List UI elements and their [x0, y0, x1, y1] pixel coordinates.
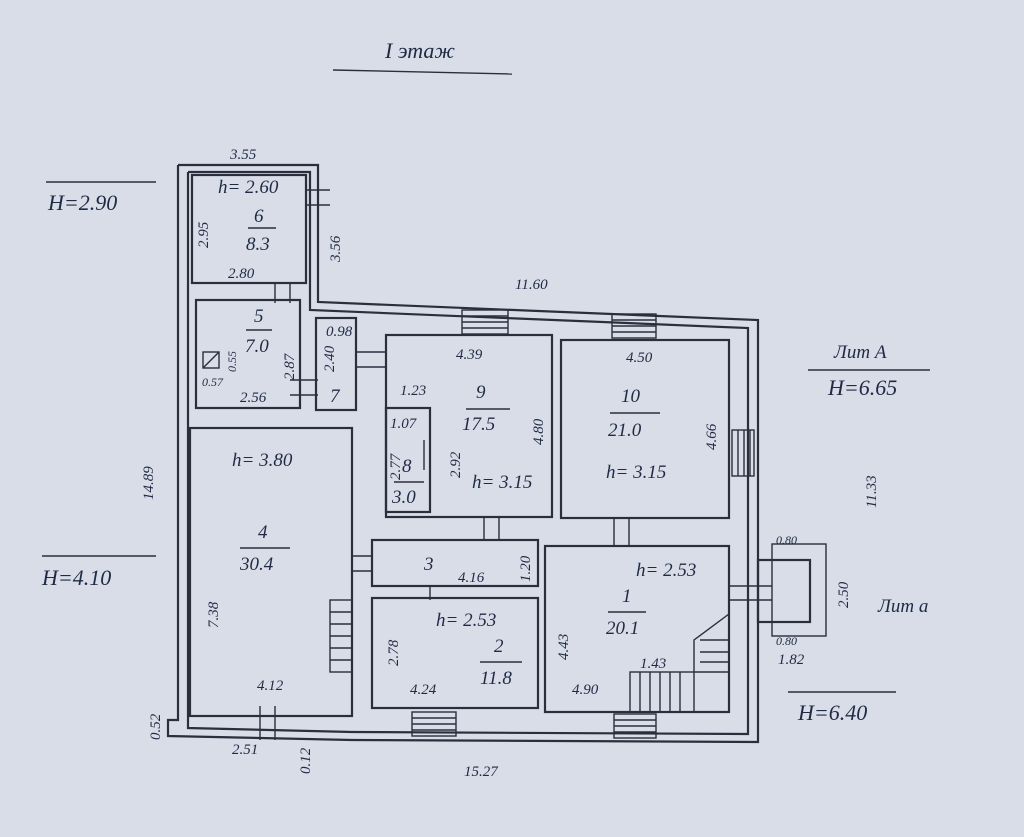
room-5-s2: 0.55: [225, 351, 239, 372]
window-top-9: [461, 309, 509, 335]
room-9-height: h= 3.15: [472, 472, 532, 493]
room-8-width: 1.07: [390, 416, 418, 432]
porch-dim-080-top: 0.80: [776, 533, 797, 547]
room-8-length: 2.77: [388, 452, 404, 480]
dim-1133: 11.33: [864, 475, 880, 508]
height-left-mid: H=4.10: [41, 565, 111, 590]
stairs-4: [329, 599, 353, 673]
room-6-number: 6: [254, 206, 264, 227]
window-right-10: [731, 429, 755, 477]
room-4-width: 4.12: [257, 678, 284, 694]
room-2-width: 4.24: [410, 682, 437, 698]
room-9-length: 4.80: [531, 418, 547, 445]
room-1-length: 4.43: [556, 634, 572, 660]
room-3-number: 3: [423, 554, 434, 575]
room-1-number: 1: [622, 586, 632, 607]
dim-1160: 11.60: [515, 277, 548, 293]
room-2-height: h= 2.53: [436, 610, 496, 631]
room-6-width: 2.80: [228, 266, 255, 282]
dim-012: 0.12: [298, 747, 314, 774]
room-4-area: 30.4: [239, 554, 274, 575]
room-1: h= 2.53 1 20.1 4.43 1.43 4.90: [543, 518, 731, 739]
porch-dim-250: 2.50: [836, 581, 852, 608]
porch-dim-182: 1.82: [778, 652, 805, 668]
dim-356: 3.56: [328, 235, 344, 263]
room-10-number: 10: [621, 386, 641, 407]
room-9-area: 17.5: [462, 414, 495, 435]
room-9-d2: 2.92: [448, 451, 464, 478]
porch-lit-a: 0.80 0.80 2.50 1.82: [730, 533, 852, 668]
height-lit-a-upper: H=6.65: [827, 375, 897, 400]
room-1-area: 20.1: [606, 618, 639, 639]
window-bottom-1: [613, 713, 657, 739]
lit-a-lower-label: Лит а: [877, 596, 928, 617]
room-2: h= 2.53 2.78 2 11.8 4.24: [370, 596, 540, 737]
floor-title: I этаж: [384, 38, 455, 63]
room-5: 5 7.0 2.56 2.87 0.57 0.55: [194, 298, 318, 410]
room-9-number: 9: [476, 382, 486, 403]
height-lit-a-lower: H=6.40: [797, 700, 867, 725]
room-9-d1: 1.23: [400, 383, 426, 399]
dim-052: 0.52: [148, 713, 164, 740]
room-1-height: h= 2.53: [636, 560, 696, 581]
room-8-area: 3.0: [391, 487, 416, 508]
room-10-width: 4.50: [626, 350, 653, 366]
room-6-area: 8.3: [246, 234, 270, 255]
room-2-number: 2: [494, 636, 504, 657]
room-4-length: 7.38: [206, 601, 222, 628]
room-7-number: 7: [330, 386, 341, 407]
room-4-height: h= 3.80: [232, 450, 293, 471]
room-7-width: 0.98: [326, 324, 353, 340]
room-2-length: 2.78: [386, 639, 402, 666]
room-5-length: 2.87: [282, 352, 298, 380]
outer-walls: [166, 163, 760, 744]
dim-1527: 15.27: [464, 764, 499, 780]
dim-1489: 14.89: [141, 466, 157, 500]
room-1-width: 4.90: [572, 682, 599, 698]
room-6-height: h= 2.60: [218, 177, 279, 198]
room-10-area: 21.0: [608, 420, 642, 441]
room-10-length: 4.66: [704, 423, 720, 450]
room-5-number: 5: [254, 306, 264, 327]
room-7-length: 2.40: [322, 345, 338, 372]
title-underline: [332, 69, 513, 75]
room-2-area: 11.8: [480, 668, 512, 689]
stairs-1: [629, 612, 730, 713]
room-3: 3 4.16 1.20: [352, 517, 540, 600]
room-8: 1.07 2.77 8 3.0: [384, 406, 432, 514]
room-4: h= 3.80 4 30.4 7.38 4.12: [188, 426, 354, 740]
room-5-s1: 0.57: [202, 375, 224, 389]
room-5-width: 2.56: [240, 390, 267, 406]
dim-top-355: 3.55: [229, 147, 257, 163]
room-6-length: 2.95: [196, 221, 212, 248]
lit-a-upper-label: Лит А: [833, 342, 887, 363]
room-7: 0.98 2.40 7: [314, 316, 385, 412]
room-10-height: h= 3.15: [606, 462, 666, 483]
window-bottom-2: [411, 711, 457, 737]
dim-251: 2.51: [232, 742, 258, 758]
window-top-10: [611, 313, 657, 339]
room-3-width: 4.16: [458, 570, 485, 586]
room-9: 4.39 1.23 9 17.5 4.80 2.92 h= 3.15: [384, 333, 554, 519]
room-1-d: 1.43: [640, 656, 666, 672]
porch-dim-080-bottom: 0.80: [776, 634, 797, 648]
room-5-area: 7.0: [245, 336, 269, 357]
room-8-number: 8: [402, 456, 412, 477]
room-10: 4.50 10 21.0 4.66 h= 3.15: [559, 338, 755, 520]
height-left-top: H=2.90: [47, 190, 117, 215]
room-3-length: 1.20: [518, 555, 534, 582]
room-9-width: 4.39: [456, 347, 483, 363]
room-4-number: 4: [258, 522, 268, 543]
